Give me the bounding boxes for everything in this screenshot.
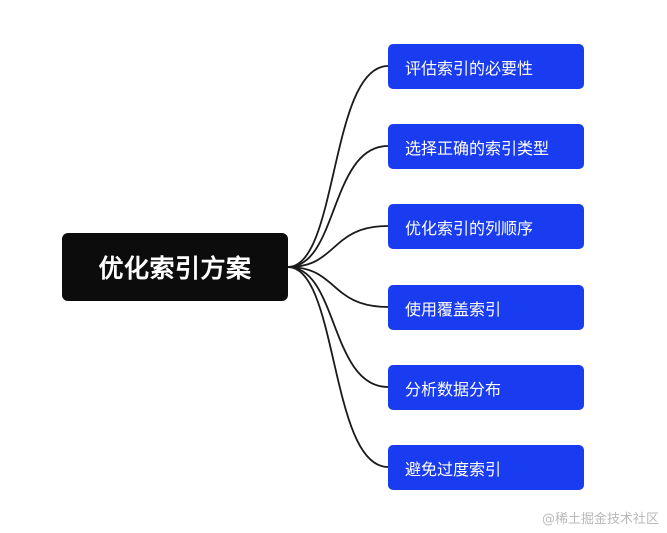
child-node-avoid-over-indexing: 避免过度索引 — [388, 445, 584, 490]
child-node-label: 评估索引的必要性 — [405, 58, 534, 78]
child-node-evaluate-necessity: 评估索引的必要性 — [388, 44, 584, 89]
root-node: 优化索引方案 — [62, 233, 288, 301]
child-node-label: 避免过度索引 — [405, 459, 502, 479]
child-node-covering-index: 使用覆盖索引 — [388, 285, 584, 330]
connector-1 — [287, 145, 389, 268]
connector-0 — [287, 65, 389, 268]
connector-2 — [287, 225, 389, 268]
child-node-label: 选择正确的索引类型 — [405, 138, 550, 158]
connector-3 — [287, 266, 389, 308]
child-node-column-order: 优化索引的列顺序 — [388, 204, 584, 249]
child-node-choose-index-type: 选择正确的索引类型 — [388, 124, 584, 169]
child-node-data-distribution: 分析数据分布 — [388, 365, 584, 410]
root-node-label: 优化索引方案 — [98, 254, 252, 283]
watermark: @稀土掘金技术社区 — [541, 512, 659, 527]
child-node-label: 使用覆盖索引 — [405, 299, 502, 319]
child-node-label: 优化索引的列顺序 — [405, 218, 534, 238]
connector-5 — [287, 266, 389, 468]
child-node-label: 分析数据分布 — [405, 379, 502, 399]
connector-4 — [287, 266, 389, 388]
